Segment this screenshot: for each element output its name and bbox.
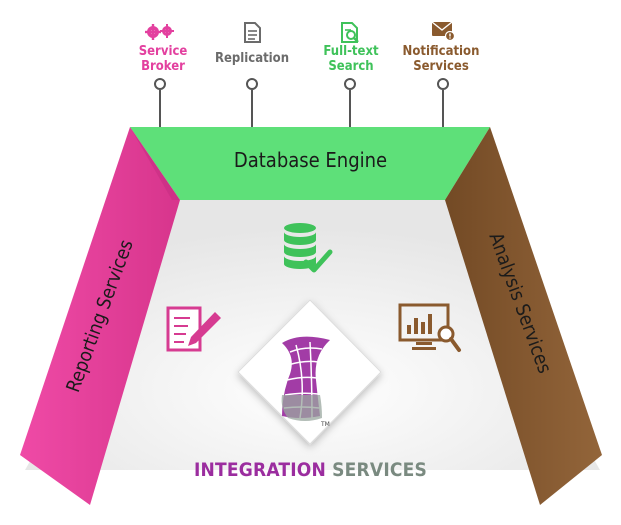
service-broker-line1: Service [138,44,188,59]
analysis-services-panel [445,127,602,505]
notification-services-label: Notification Services [386,44,496,74]
ssis-logo-icon: TM [281,336,330,428]
replication-label: Replication [197,51,307,66]
notification-services-line1: Notification [402,44,480,59]
reporting-services-panel [20,127,180,505]
connector-pins [154,78,449,127]
replication-line1: Replication [214,51,290,66]
database-check-icon [284,223,333,273]
footer-word-services: SERVICES [332,459,428,481]
full-text-search-line1: Full-text [323,44,379,59]
report-edit-icon [166,306,221,352]
search-document-icon [341,22,359,43]
document-icon [244,22,261,43]
database-engine-label: Database Engine [233,148,388,172]
service-broker-line2: Broker [141,59,185,74]
footer-word-integration: INTEGRATION [193,459,326,481]
full-text-search-label: Full-text Search [296,44,406,74]
analytics-monitor-icon [398,303,461,352]
svg-text:TM: TM [320,421,330,428]
integration-services-title: INTEGRATION SERVICES [0,459,621,481]
service-broker-label: Service Broker [108,44,218,74]
gears-icon [145,24,174,40]
full-text-search-line2: Search [328,59,374,74]
mail-alert-icon [431,21,456,42]
notification-services-line2: Services [413,59,469,74]
database-engine-panel [130,127,490,200]
